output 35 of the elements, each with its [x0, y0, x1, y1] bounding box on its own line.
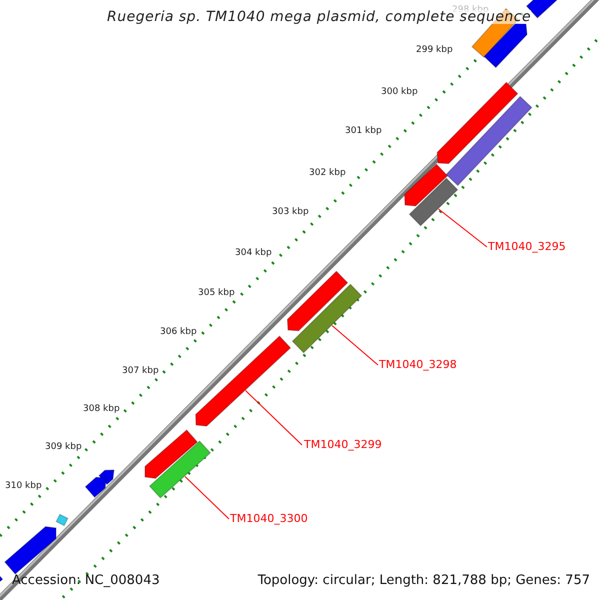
leader-line [245, 390, 302, 446]
gene-block [446, 96, 532, 186]
scale-label: 306 kbp [160, 328, 197, 337]
gene-label: TM1040_3295 [488, 241, 566, 252]
scale-label: 299 kbp [416, 46, 453, 55]
scale-label: 309 kbp [45, 443, 82, 452]
gene-block [404, 164, 448, 207]
scale-label: 310 kbp [5, 482, 42, 491]
gene-block [195, 335, 292, 427]
leader-line [438, 208, 488, 248]
gene-block [292, 284, 362, 354]
map-title: Ruegeria sp. TM1040 mega plasmid, complete sequence [107, 10, 532, 24]
gene-block [84, 476, 107, 498]
scale-label: 308 kbp [83, 405, 120, 414]
scale-label: 301 kbp [345, 127, 382, 136]
gene-label: TM1040_3299 [304, 439, 382, 450]
gene-block [148, 440, 212, 499]
scale-label: 302 kbp [309, 169, 346, 178]
scale-label: 303 kbp [272, 208, 309, 217]
topology-text: Topology: circular; Length: 821,788 bp; Genes: 757 [258, 574, 590, 587]
gene-block [4, 526, 56, 575]
gene-block [144, 429, 198, 479]
leader-line [184, 476, 230, 520]
gene-block [408, 178, 458, 226]
leader-line [332, 325, 378, 366]
scale-label: 300 kbp [381, 88, 418, 97]
gene-block [56, 514, 68, 526]
gene-block [286, 270, 348, 332]
gene-block [484, 23, 528, 68]
scale-label: 305 kbp [198, 289, 235, 298]
gene-block [436, 82, 518, 164]
scale-label: 307 kbp [122, 367, 159, 376]
scale-label: 304 kbp [235, 249, 272, 258]
gene-label: TM1040_3298 [379, 359, 457, 370]
gene-label: TM1040_3300 [230, 513, 308, 524]
